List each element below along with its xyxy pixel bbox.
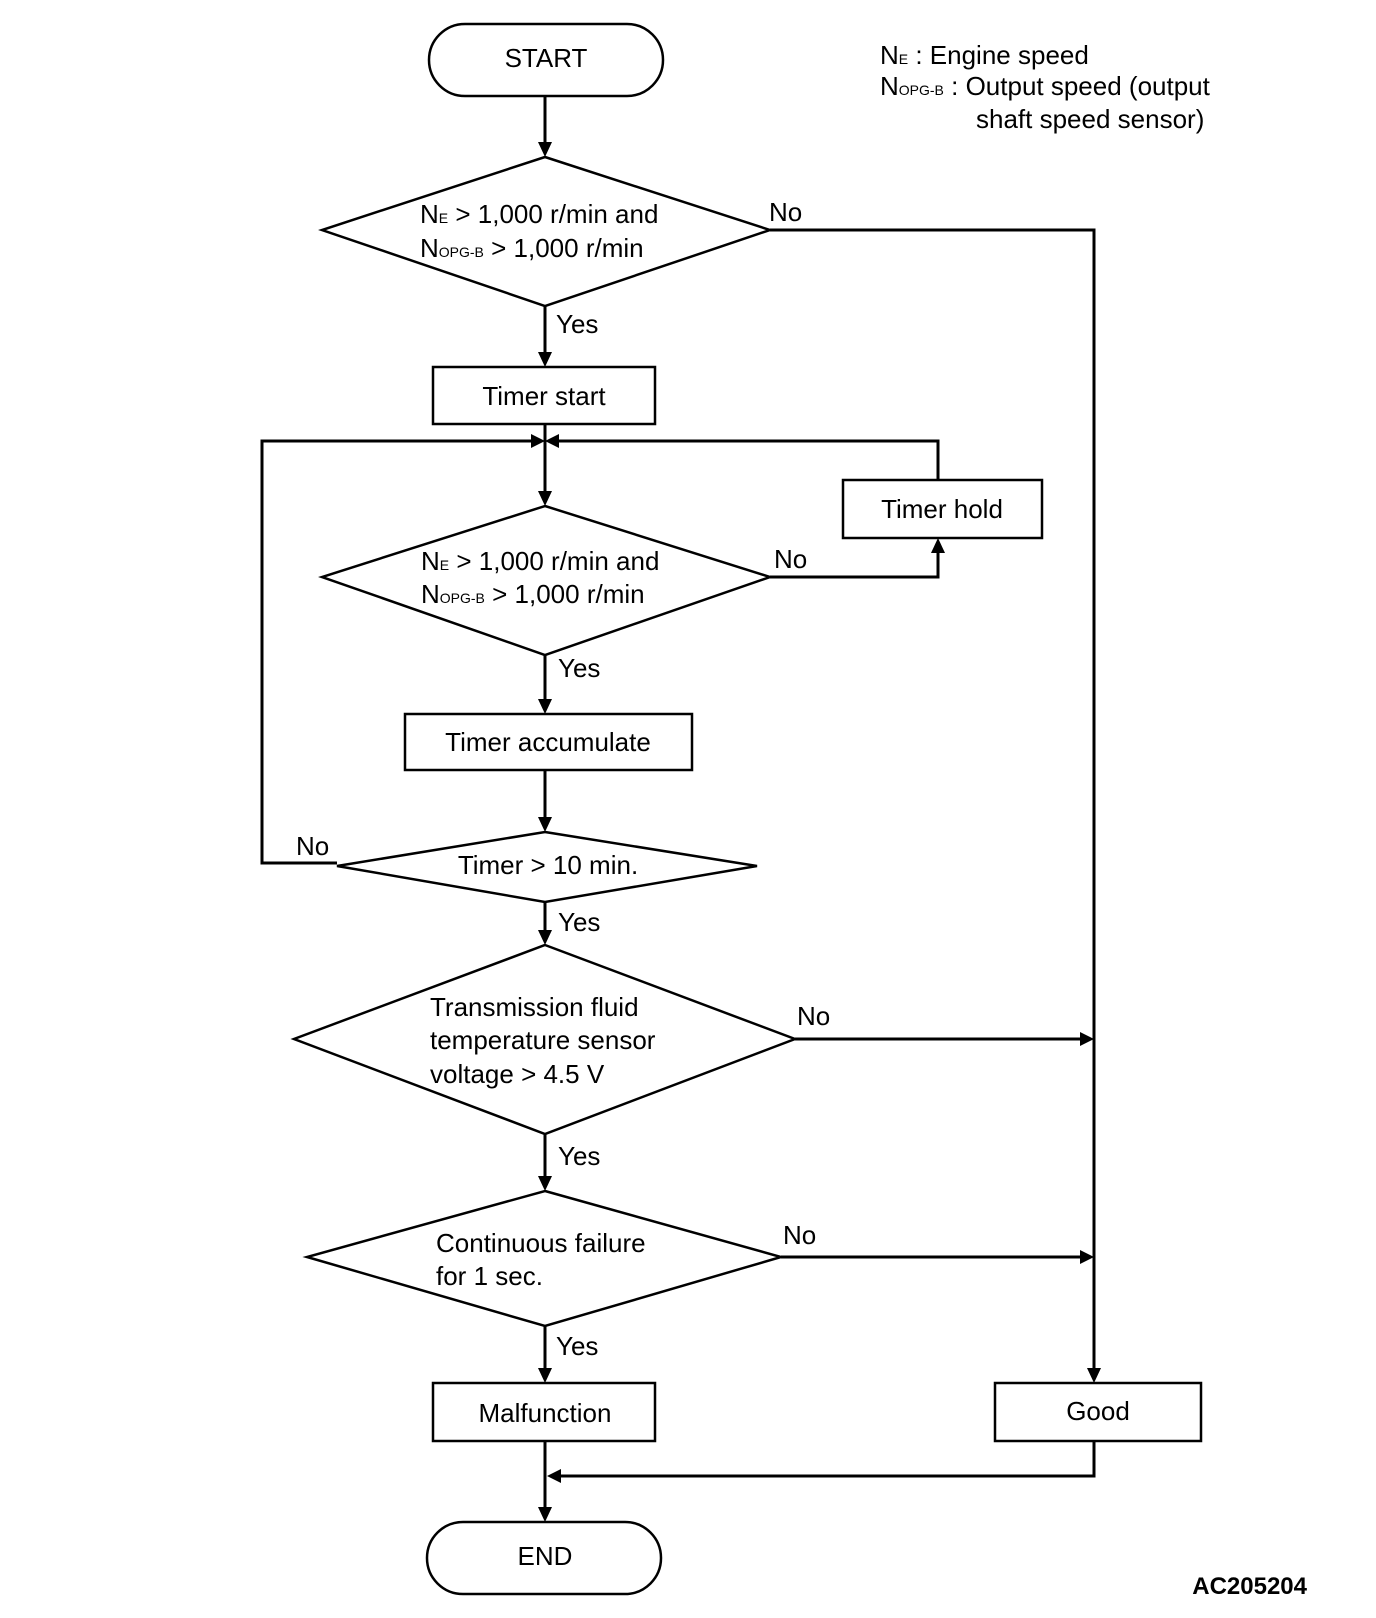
timer-accumulate-label: Timer accumulate [445, 727, 651, 757]
legend-nopg-description-cont: shaft speed sensor) [976, 104, 1204, 134]
start-node: START [427, 22, 665, 98]
d3-label: Timer > 10 min. [458, 850, 638, 880]
arrowhead-down [538, 699, 552, 714]
svg-text:NOPG-B > 1,000 r/min: NOPG-B > 1,000 r/min [421, 579, 645, 609]
d1-ne-subscript: E [439, 210, 448, 226]
decision-diamond [318, 155, 774, 308]
timer-accumulate-node: Timer accumulate [403, 712, 694, 772]
d1-line2-rest: > 1,000 r/min [484, 233, 644, 263]
d2-line2-rest: > 1,000 r/min [485, 579, 645, 609]
timer-start-label: Timer start [482, 381, 606, 411]
process-box [431, 365, 657, 426]
svg-text:NE > 1,000 r/min and: NE > 1,000 r/min and [421, 546, 659, 576]
decision-speed-check-2: NE > 1,000 r/min and NOPG-B > 1,000 r/mi… [318, 504, 774, 657]
arrowhead-down [538, 930, 552, 945]
decision-speed-check-1: NE > 1,000 r/min and NOPG-B > 1,000 r/mi… [318, 155, 774, 308]
decision-timer-check: Timer > 10 min. [336, 830, 758, 904]
edge-label-no: No [296, 831, 329, 861]
figure-id: AC205204 [1192, 1573, 1307, 1600]
good-node: Good [993, 1381, 1203, 1443]
decision-fluid-temp-voltage: Transmission fluid temperature sensor vo… [290, 943, 799, 1136]
d2-ne-symbol: N [421, 546, 440, 576]
decision-diamond [318, 504, 774, 657]
malfunction-label: Malfunction [479, 1398, 612, 1428]
d2-ne-subscript: E [440, 557, 449, 573]
process-box [993, 1381, 1203, 1443]
svg-text:NOPG-B > 1,000 r/min: NOPG-B > 1,000 r/min [420, 233, 644, 263]
edge-d1-no [770, 228, 1096, 1369]
process-box [403, 712, 694, 772]
d4-line-2: temperature sensor [430, 1025, 656, 1055]
good-label: Good [1066, 1396, 1130, 1426]
edge-loop-back [260, 439, 536, 865]
d2-nopg-subscript: OPG-B [440, 590, 485, 606]
svg-text:NE : Engine speed: NE : Engine speed [880, 40, 1089, 70]
d5-line-2: for 1 sec. [436, 1261, 543, 1291]
legend-nopg-subscript: OPG-B [899, 82, 944, 98]
arrowhead-down [538, 352, 552, 367]
arrowhead-down [1087, 1368, 1101, 1383]
arrowhead-down [538, 491, 552, 506]
edge-label-yes: Yes [558, 653, 600, 683]
start-terminator [427, 22, 665, 98]
arrowhead-down [538, 142, 552, 157]
d4-line-1: Transmission fluid [430, 992, 639, 1022]
malfunction-node: Malfunction [431, 1381, 657, 1443]
arrowhead-right [531, 434, 545, 448]
arrowhead-left [547, 1469, 561, 1483]
process-box [841, 478, 1044, 540]
d1-line1-rest: > 1,000 r/min and [448, 199, 658, 229]
arrowhead-left [545, 434, 559, 448]
legend-ne-subscript: E [899, 51, 908, 67]
connectors [260, 97, 1096, 1508]
arrowhead-right [1080, 1032, 1094, 1046]
d2-nopg-symbol: N [421, 579, 440, 609]
edge-label-no: No [769, 197, 802, 227]
edge-label-no: No [797, 1001, 830, 1031]
end-terminator [425, 1520, 663, 1596]
d5-line-1: Continuous failure [436, 1228, 646, 1258]
legend: NE : Engine speed NOPG-B : Output speed … [880, 40, 1211, 134]
d1-nopg-subscript: OPG-B [439, 244, 484, 260]
edge-labels: No Yes No Yes No Yes No Yes No Yes [296, 197, 830, 1361]
decision-continuous-failure: Continuous failure for 1 sec. [302, 1189, 786, 1328]
decision-diamond [302, 1189, 786, 1328]
svg-text:NE > 1,000 r/min and: NE > 1,000 r/min and [420, 199, 658, 229]
edge-timer-hold-return [554, 439, 940, 480]
arrowheads [531, 142, 1101, 1522]
arrowhead-down [538, 1507, 552, 1522]
edge-label-yes: Yes [556, 1331, 598, 1361]
edge-d2-no [770, 552, 940, 579]
d4-line-3: voltage > 4.5 V [430, 1059, 605, 1089]
legend-nopg-description: : Output speed (output [944, 71, 1211, 101]
edge-label-no: No [783, 1220, 816, 1250]
svg-text:NOPG-B : Output speed (output: NOPG-B : Output speed (output [880, 71, 1211, 101]
arrowhead-down [538, 1176, 552, 1191]
d2-line1-rest: > 1,000 r/min and [449, 546, 659, 576]
end-node: END [425, 1520, 663, 1596]
legend-ne-symbol: N [880, 40, 899, 70]
arrowhead-right [1080, 1250, 1094, 1264]
edge-label-yes: Yes [556, 309, 598, 339]
end-label: END [518, 1541, 573, 1571]
arrowhead-down [538, 1368, 552, 1383]
timer-start-node: Timer start [431, 365, 657, 426]
process-box [431, 1381, 657, 1443]
legend-nopg-symbol: N [880, 71, 899, 101]
decision-diamond [290, 943, 799, 1136]
d1-nopg-symbol: N [420, 233, 439, 263]
d1-ne-symbol: N [420, 199, 439, 229]
edge-label-yes: Yes [558, 907, 600, 937]
edge-label-yes: Yes [558, 1141, 600, 1171]
start-label: START [505, 43, 588, 73]
arrowhead-up [931, 538, 945, 553]
decision-diamond [336, 830, 758, 904]
legend-ne-description: : Engine speed [908, 40, 1089, 70]
edge-label-no: No [774, 544, 807, 574]
timer-hold-node: Timer hold [841, 478, 1044, 540]
arrowhead-down [538, 817, 552, 832]
timer-hold-label: Timer hold [881, 494, 1003, 524]
edge-good-return [556, 1441, 1096, 1478]
